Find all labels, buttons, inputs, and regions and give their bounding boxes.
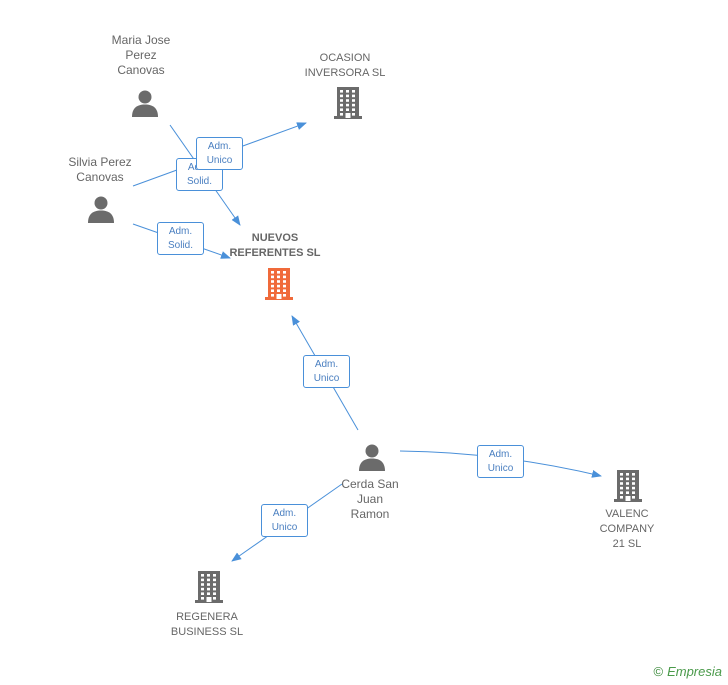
node-label-ocasion[interactable]: OCASION INVERSORA SL xyxy=(304,52,386,79)
node-label-regenera[interactable]: REGENERA BUSINESS SL xyxy=(170,611,244,638)
building-icon-valenc[interactable] xyxy=(613,469,643,503)
node-label-valenc[interactable]: VALENC COMPANY 21 SL xyxy=(599,508,655,550)
copyright-icon: © xyxy=(653,664,664,679)
building-icon-ocasion[interactable] xyxy=(333,86,363,120)
node-label-cerda[interactable]: Cerda San Juan Ramon xyxy=(341,477,399,521)
edge-label-cerda-valenc[interactable]: Adm. Unico xyxy=(477,445,524,478)
brand-watermark: ©Empresia xyxy=(653,664,722,679)
building-icon-nuevos[interactable] xyxy=(264,267,294,301)
node-label-silvia[interactable]: Silvia Perez Canovas xyxy=(68,155,132,184)
person-icon-cerda[interactable] xyxy=(357,442,387,472)
brand-name: Empresia xyxy=(667,664,722,679)
edge-label-cerda-nuevos[interactable]: Adm. Unico xyxy=(303,355,350,388)
person-icon-silvia[interactable] xyxy=(86,194,116,224)
building-icon-regenera[interactable] xyxy=(194,570,224,604)
node-label-nuevos[interactable]: NUEVOS REFERENTES SL xyxy=(229,232,321,259)
edge-label-cerda-regenera[interactable]: Adm. Unico xyxy=(261,504,308,537)
edge-label-silvia-ocasion[interactable]: Adm. Unico xyxy=(196,137,243,170)
person-icon-maria[interactable] xyxy=(130,88,160,118)
node-label-maria[interactable]: Maria Jose Perez Canovas xyxy=(111,33,171,77)
edge-label-silvia-nuevos[interactable]: Adm. Solid. xyxy=(157,222,204,255)
